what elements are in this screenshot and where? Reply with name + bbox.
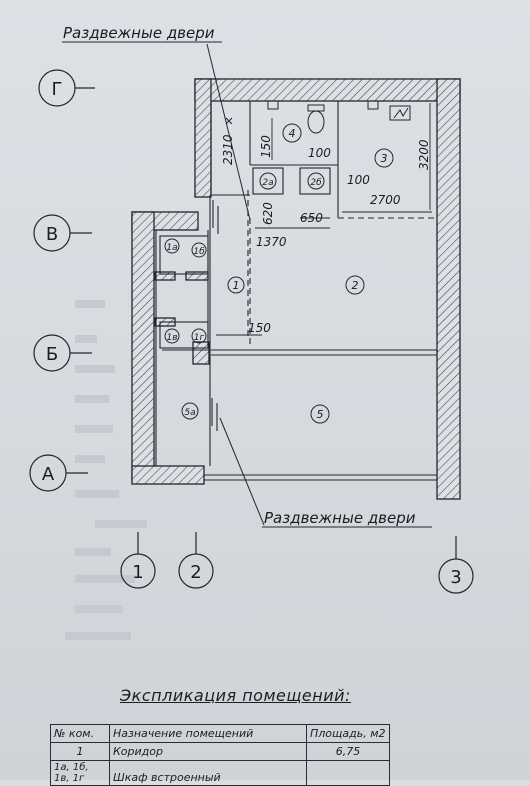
room-4-number: 4	[289, 127, 296, 140]
room-2a-number: 2а	[262, 178, 273, 188]
dim-650: 650	[300, 211, 323, 225]
explication-table-wrap: № ком. Назначение помещений Площадь, м2 …	[50, 724, 390, 786]
axis-label-1: 1	[132, 562, 143, 583]
axis-label-b: Б	[46, 344, 58, 365]
dim-100-a: 100	[308, 146, 331, 160]
axis-label-g: Г	[52, 79, 63, 100]
room-3-number: 3	[381, 152, 388, 165]
dim-3200: 3200	[417, 139, 431, 170]
axis-label-v: В	[46, 224, 58, 245]
room-1v-number: 1в	[166, 333, 177, 343]
cell-room-number: 1а, 1б, 1в, 1г	[50, 760, 110, 786]
axis-label-3: 3	[450, 567, 461, 588]
explication-table: № ком. Назначение помещений Площадь, м2 …	[50, 724, 390, 786]
room-2b-number: 2б	[310, 178, 322, 188]
table-row: 1а, 1б, 1в, 1г Шкаф встроенный	[50, 760, 390, 786]
room-1-number: 1	[233, 279, 240, 292]
cell-room-number: 1	[50, 742, 110, 761]
room-1b-number: 1б	[193, 247, 205, 257]
dim-620: 620	[261, 202, 275, 225]
dashed-lines	[247, 190, 437, 345]
partitions	[155, 101, 437, 481]
dim-2310: 2310	[221, 134, 235, 165]
cell-purpose: Коридор	[109, 742, 307, 761]
dim-150-top: 150	[259, 135, 273, 158]
axis-label-a: А	[42, 464, 55, 485]
explication-title: Экспликация помещений:	[120, 686, 351, 705]
dim-2700: 2700	[370, 193, 401, 207]
leader-lines	[62, 41, 432, 528]
doors-label-bottom: Раздвежные двери	[264, 509, 416, 527]
cell-area: 6,75	[306, 742, 390, 761]
table-header-row: № ком. Назначение помещений Площадь, м2	[50, 724, 390, 743]
header-area: Площадь, м2	[306, 724, 390, 743]
dim-1370: 1370	[256, 235, 287, 249]
dim-100-b: 100	[347, 173, 370, 187]
header-purpose: Назначение помещений	[109, 724, 307, 743]
room-1g-number: 1г	[194, 333, 205, 343]
grid-axes	[29, 69, 474, 594]
room-markers	[164, 123, 394, 424]
dimension-lines	[216, 103, 432, 336]
table-row: 1 Коридор 6,75	[50, 742, 390, 761]
walls	[131, 78, 461, 500]
cell-purpose: Шкаф встроенный	[109, 760, 307, 786]
fixtures	[225, 100, 411, 134]
room-5a-number: 5а	[184, 408, 195, 418]
cell-area	[306, 760, 390, 786]
background-ghost-text	[65, 300, 147, 640]
doors-label-top: Раздвежные двери	[63, 24, 215, 42]
axis-label-2: 2	[190, 562, 201, 583]
room-2-number: 2	[352, 279, 359, 292]
header-room-number: № ком.	[50, 724, 110, 743]
dim-150-bottom: 150	[248, 321, 271, 335]
room-1a-number: 1а	[166, 243, 177, 253]
room-5-number: 5	[317, 408, 324, 421]
